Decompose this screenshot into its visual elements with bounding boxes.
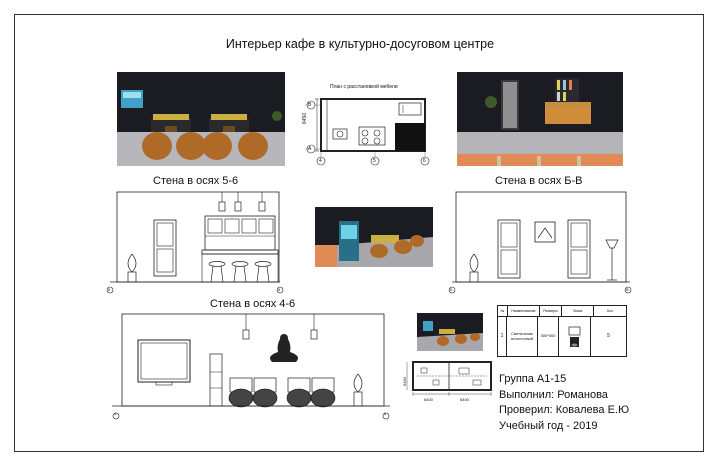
- elev2-axis-v: В: [626, 287, 629, 292]
- elev1-title: Стена в осях 5-6: [153, 175, 239, 187]
- bottom-plan-side-dim: 6450: [402, 377, 407, 386]
- plan-axis-v: В: [308, 102, 312, 108]
- bottom-plan-dim-1: 6400: [424, 397, 433, 402]
- elev1-axis-5: 5: [108, 287, 111, 292]
- elev2-title: Стена в осях Б-В: [495, 175, 583, 187]
- spec-head-sketch: Эскиз: [562, 306, 594, 316]
- plan-axis-4: 4: [319, 158, 322, 164]
- credits-author: Выполнил: Романова: [499, 389, 608, 401]
- render-aquarium: [315, 207, 433, 267]
- floor-plan: [305, 98, 430, 166]
- plan-axis-6: 6: [423, 158, 426, 164]
- plan-title: План с расстановкой мебели: [330, 84, 398, 90]
- ceiling-lamp-icon: [568, 326, 581, 347]
- spec-head-count: Кол: [607, 309, 613, 313]
- elevation-axes-b-v: [448, 191, 632, 294]
- bottom-plan: [406, 361, 492, 396]
- spec-cell-count: 5: [607, 333, 610, 339]
- credits-checker: Проверил: Ковалева Е.Ю: [499, 404, 630, 416]
- render-seating: [417, 313, 483, 351]
- spec-cell-sketch: [559, 317, 591, 357]
- elevation-axes-4-6: [112, 313, 390, 420]
- spec-cell-num: 1: [498, 317, 507, 357]
- credits-group: Группа А1-15: [499, 373, 567, 385]
- plan-axis-5: 5: [373, 158, 376, 164]
- render-lounge: [117, 72, 285, 166]
- plan-dim-vertical: 6450: [302, 112, 308, 124]
- elev3-axis-6: 6: [384, 411, 387, 416]
- plan-axis-a: А: [308, 146, 312, 152]
- spec-head-num: №: [498, 306, 508, 316]
- spec-cell-name: Светильник потолочный: [507, 317, 538, 357]
- elevation-axes-5-6: [106, 191, 284, 294]
- credits-year: Учебный год - 2019: [499, 420, 598, 432]
- spec-head-name: Наименование: [508, 306, 540, 316]
- spec-cell-size: 300*300: [538, 317, 559, 357]
- elev3-axis-4: 4: [114, 411, 117, 416]
- elev1-axis-6: 6: [278, 287, 281, 292]
- render-bar: [457, 72, 623, 166]
- spec-head-size: Размеры: [540, 306, 562, 316]
- elev2-axis-b: Б: [450, 287, 453, 292]
- sheet-title: Интерьер кафе в культурно-досуговом цент…: [225, 37, 495, 51]
- spec-table: № Наименование Размеры Эскиз Кол 1 Свети…: [497, 305, 627, 357]
- bottom-plan-dim-2: 6400: [460, 397, 469, 402]
- elev3-title: Стена в осях 4-6: [210, 298, 296, 310]
- drawing-frame: [14, 14, 704, 452]
